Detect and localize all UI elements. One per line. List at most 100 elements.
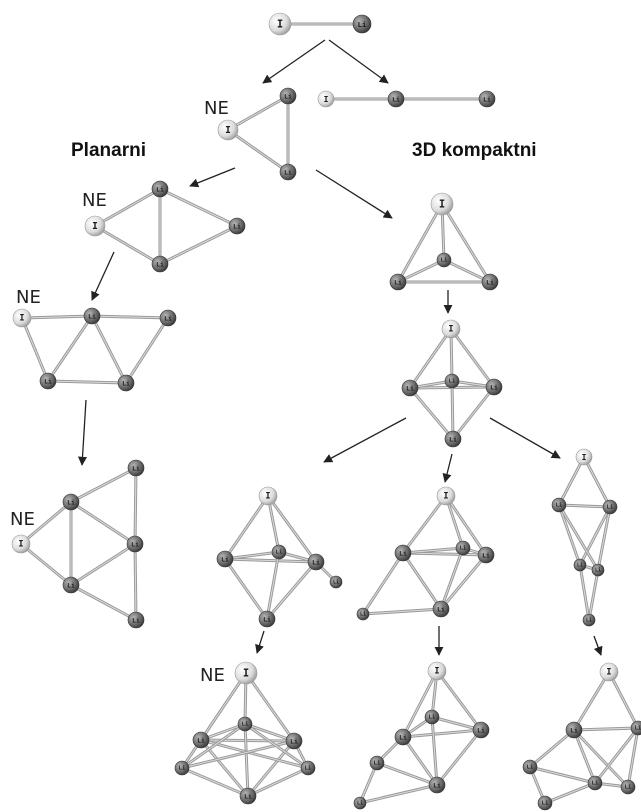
lithium-sphere — [271, 544, 287, 560]
lithium-sphere — [127, 611, 145, 629]
lithium-sphere — [329, 575, 343, 589]
lithium-label: Li — [482, 552, 490, 560]
bond-highlight — [244, 723, 309, 769]
arrow — [189, 167, 236, 188]
bond-highlight — [544, 782, 596, 804]
lithium-sphere — [394, 728, 412, 746]
lithium-sphere — [602, 499, 618, 515]
iodine-sphere — [599, 662, 619, 682]
bond-highlight — [402, 736, 438, 786]
iodine-atom: I — [234, 661, 258, 685]
bond-highlight — [70, 543, 136, 586]
bond-highlight — [402, 495, 447, 554]
lithium-atom: Li — [329, 575, 343, 589]
lithium-label: Li — [556, 503, 563, 509]
iodine-atom: I — [317, 90, 335, 108]
bond-highlight — [159, 188, 238, 227]
lithium-label: Li — [242, 722, 249, 728]
lithium-sphere — [485, 378, 503, 396]
lithium-atom: Li — [258, 610, 276, 628]
lithium-atom: Li — [126, 535, 144, 553]
lithium-sphere — [537, 795, 553, 811]
lithium-sphere — [620, 779, 636, 795]
bond-highlight — [247, 767, 309, 797]
lithium-atom: Li — [216, 550, 234, 568]
bond-highlight — [181, 767, 249, 797]
bond-highlight — [579, 564, 590, 621]
lithium-atom: Li — [394, 728, 412, 746]
lithium-label: Li — [483, 96, 491, 104]
iodine-sphere — [84, 215, 106, 237]
lithium-atom: Li — [394, 544, 412, 562]
lithium-atom: Li — [237, 716, 253, 732]
lithium-sphere — [352, 14, 372, 34]
bond-highlight — [443, 259, 491, 283]
bond-highlight — [247, 740, 295, 797]
arrow — [323, 417, 407, 463]
bond-highlight — [397, 203, 443, 283]
lithium-atom: Li — [432, 600, 450, 618]
iodine-sphere — [268, 12, 292, 36]
lithium-sphere — [151, 180, 169, 198]
lithium-atom: Li — [239, 787, 257, 805]
lithium-atom: Li — [582, 613, 596, 627]
lithium-atom: Li — [389, 273, 407, 291]
lithium-atom: Li — [620, 779, 636, 795]
lithium-sphere — [436, 252, 452, 268]
iodine-sphere — [11, 534, 31, 554]
lithium-label: Li — [244, 793, 252, 801]
bond-highlight — [436, 670, 482, 731]
bond-highlight — [224, 558, 317, 563]
lithium-label: Li — [460, 546, 467, 552]
iodine-atom: I — [427, 661, 447, 681]
lithium-sphere — [117, 374, 135, 392]
iodine-label: I — [92, 221, 98, 232]
bond-highlight — [588, 569, 599, 621]
lithium-sphere — [424, 709, 440, 725]
bond-highlight — [267, 495, 280, 553]
lithium-sphere — [228, 217, 246, 235]
lithium-atom: Li — [279, 87, 297, 105]
ne-label: NE — [82, 190, 107, 211]
lithium-atom: Li — [522, 759, 538, 775]
bond-highlight — [558, 504, 611, 508]
lithium-label: Li — [333, 580, 339, 586]
bond-highlight — [579, 506, 611, 566]
bond-highlight — [21, 315, 93, 319]
bond-highlight — [451, 380, 454, 440]
lithium-label: Li — [233, 223, 241, 231]
lithium-sphere — [62, 576, 80, 594]
lithium-label: Li — [394, 279, 402, 287]
arrow — [77, 399, 88, 466]
lithium-label: Li — [164, 315, 172, 323]
lithium-label: Li — [607, 505, 614, 511]
lithium-atom: Li — [478, 90, 496, 108]
lithium-sphere — [630, 720, 641, 736]
lithium-sphere — [394, 544, 412, 562]
lithium-sphere — [444, 373, 460, 389]
lithium-sphere — [353, 796, 367, 810]
bond-highlight — [402, 547, 464, 554]
lithium-label: Li — [449, 379, 456, 385]
lithium-label: Li — [132, 465, 140, 473]
lithium-sphere — [522, 759, 538, 775]
lithium-atom: Li — [401, 379, 419, 397]
lithium-label: Li — [449, 436, 457, 444]
ne-label: NE — [10, 509, 35, 530]
lithium-sphere — [174, 760, 190, 776]
lithium-atom: Li — [228, 217, 246, 235]
lithium-sphere — [591, 563, 605, 577]
lithium-label: Li — [290, 738, 298, 746]
lithium-sphere — [551, 497, 567, 513]
lithium-atom: Li — [117, 374, 135, 392]
lithium-label: Li — [592, 781, 599, 787]
iodine-label: I — [243, 668, 249, 680]
lithium-label: Li — [263, 616, 271, 624]
arrow — [255, 630, 265, 654]
lithium-atom: Li — [159, 309, 177, 327]
iodine-label: I — [19, 314, 24, 324]
lithium-label: Li — [156, 261, 164, 269]
